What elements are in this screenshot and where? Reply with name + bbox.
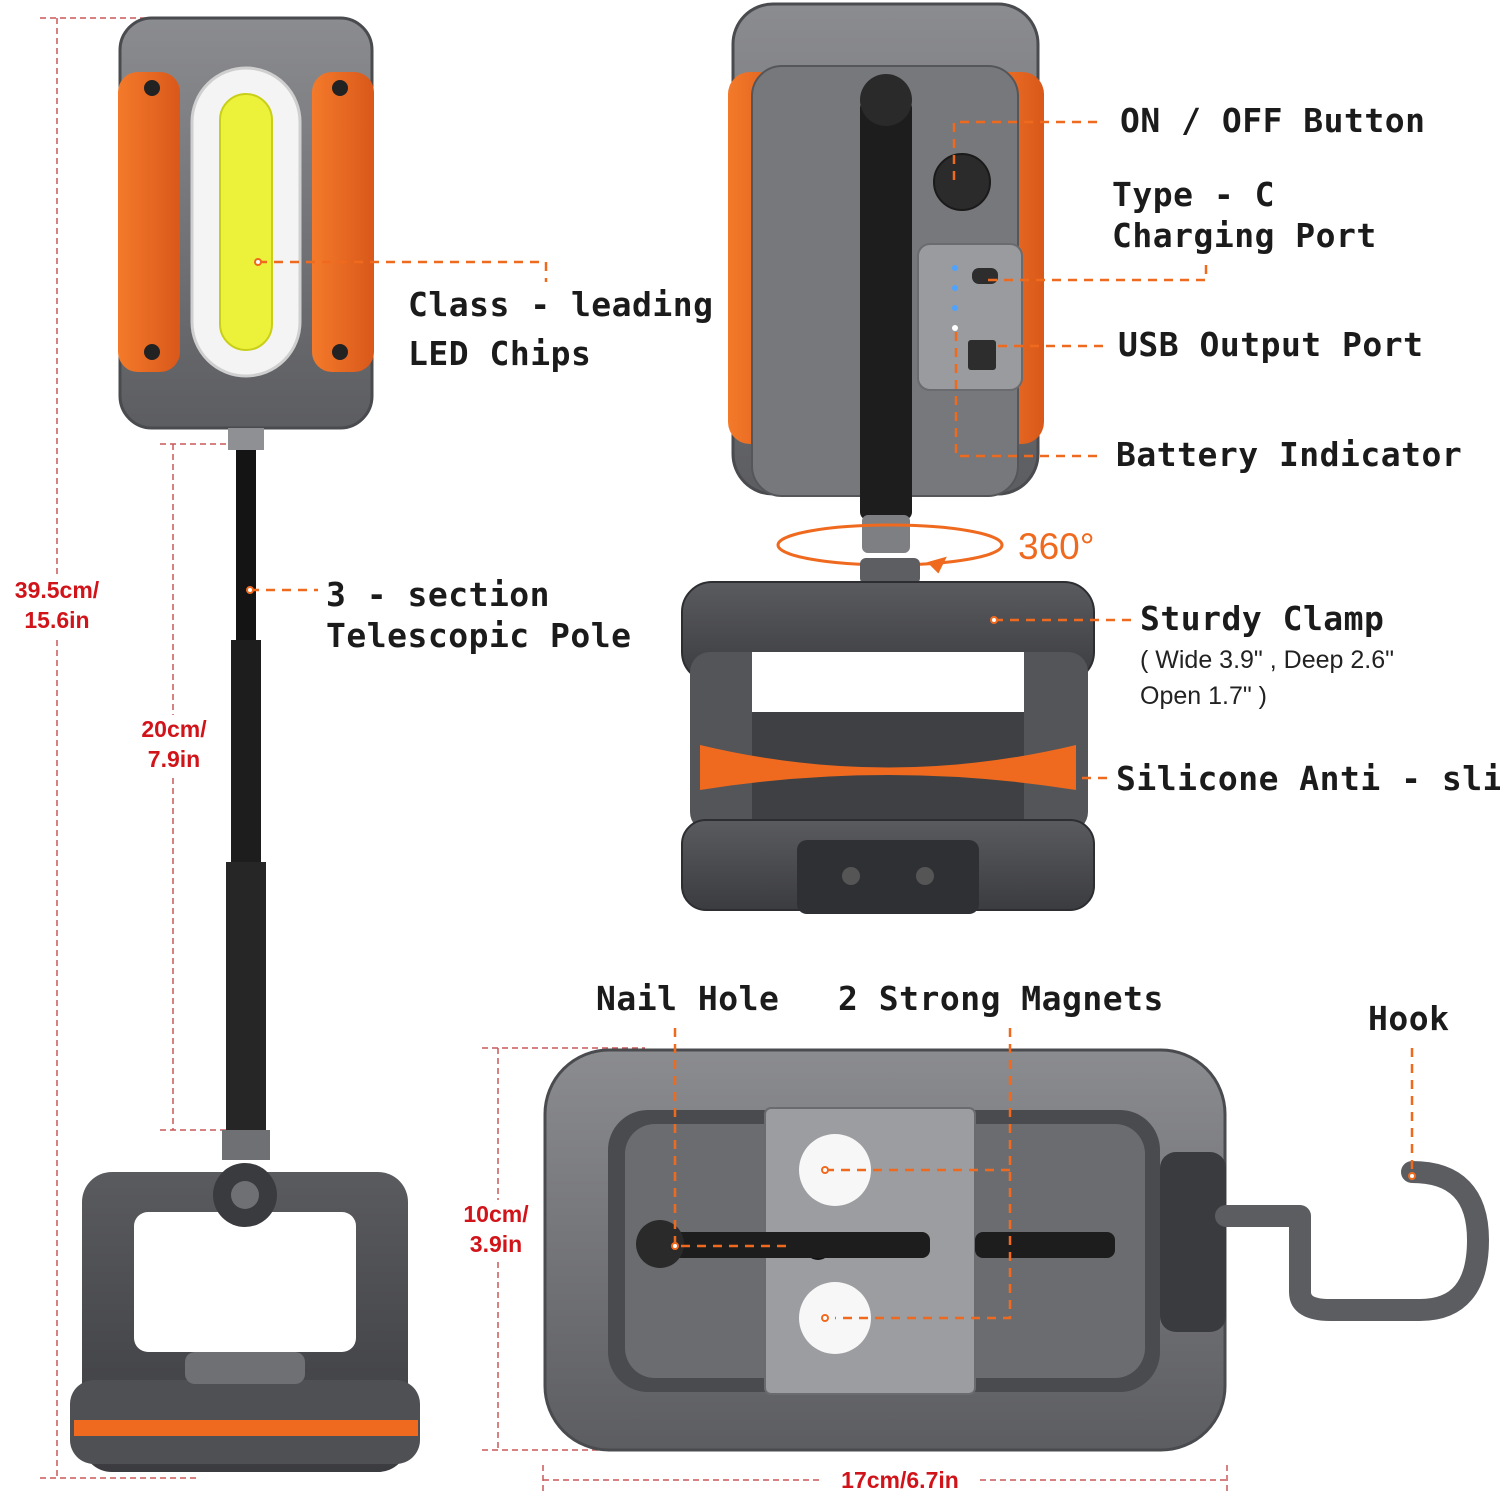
rotation-360-label: 360° — [1018, 526, 1095, 567]
lamp-rear — [728, 2, 1044, 553]
led-chips-label: Class - leading LED Chips — [408, 284, 714, 375]
nail-hole-label: Nail Hole — [596, 979, 780, 1018]
sturdy-clamp-label: Sturdy Clamp — [1140, 599, 1385, 638]
type-c-line-2: Charging Port — [1112, 216, 1377, 256]
battery-indicator-label: Battery Indicator — [1116, 435, 1463, 474]
type-c-port-label: Type - C Charging Port — [1112, 174, 1377, 257]
base-clamp-left — [70, 1163, 420, 1472]
silicone-anti-slip-label: Silicone Anti - slip — [1116, 759, 1500, 798]
led-chips-line-1: Class - leading — [408, 285, 714, 324]
pole-length-in: 7.9in — [147, 745, 201, 772]
pole-line-1: 3 - section — [326, 575, 551, 614]
base-height-dimension: 10cm/ 3.9in — [446, 1200, 546, 1260]
pole-length-dimension: 20cm/ 7.9in — [124, 715, 224, 775]
lamp-underside — [543, 1048, 1489, 1452]
led-chips-line-2: LED Chips — [408, 334, 592, 374]
pole-line-2: Telescopic Pole — [326, 616, 632, 656]
pole-length-cm: 20cm/ — [141, 716, 207, 742]
total-height-cm: 39.5cm/ — [14, 577, 100, 603]
clamp-specs-line-1: ( Wide 3.9" , Deep 2.6" — [1140, 646, 1394, 674]
lamp-head — [118, 16, 374, 430]
base-height-cm: 10cm/ — [463, 1201, 529, 1227]
clamp-specs: ( Wide 3.9" , Deep 2.6" Open 1.7" ) — [1140, 642, 1394, 715]
usb-output-label: USB Output Port — [1118, 325, 1424, 364]
pole-label: 3 - section Telescopic Pole — [326, 574, 632, 657]
callout-dots — [246, 258, 1416, 1322]
base-height-in: 3.9in — [469, 1230, 523, 1257]
magnets-label: 2 Strong Magnets — [838, 979, 1164, 1018]
hook-label: Hook — [1368, 999, 1450, 1038]
clamp-specs-line-2: Open 1.7" ) — [1140, 682, 1268, 711]
telescopic-pole — [222, 428, 270, 1160]
callout-leaders — [250, 120, 1414, 1320]
on-off-button-label: ON / OFF Button — [1120, 101, 1426, 140]
type-c-line-1: Type - C — [1112, 175, 1275, 214]
total-height-in: 15.6in — [24, 606, 90, 633]
sturdy-clamp — [681, 558, 1095, 914]
base-width-dimension: 17cm/6.7in — [841, 1467, 959, 1493]
total-height-dimension: 39.5cm/ 15.6in — [0, 576, 114, 636]
